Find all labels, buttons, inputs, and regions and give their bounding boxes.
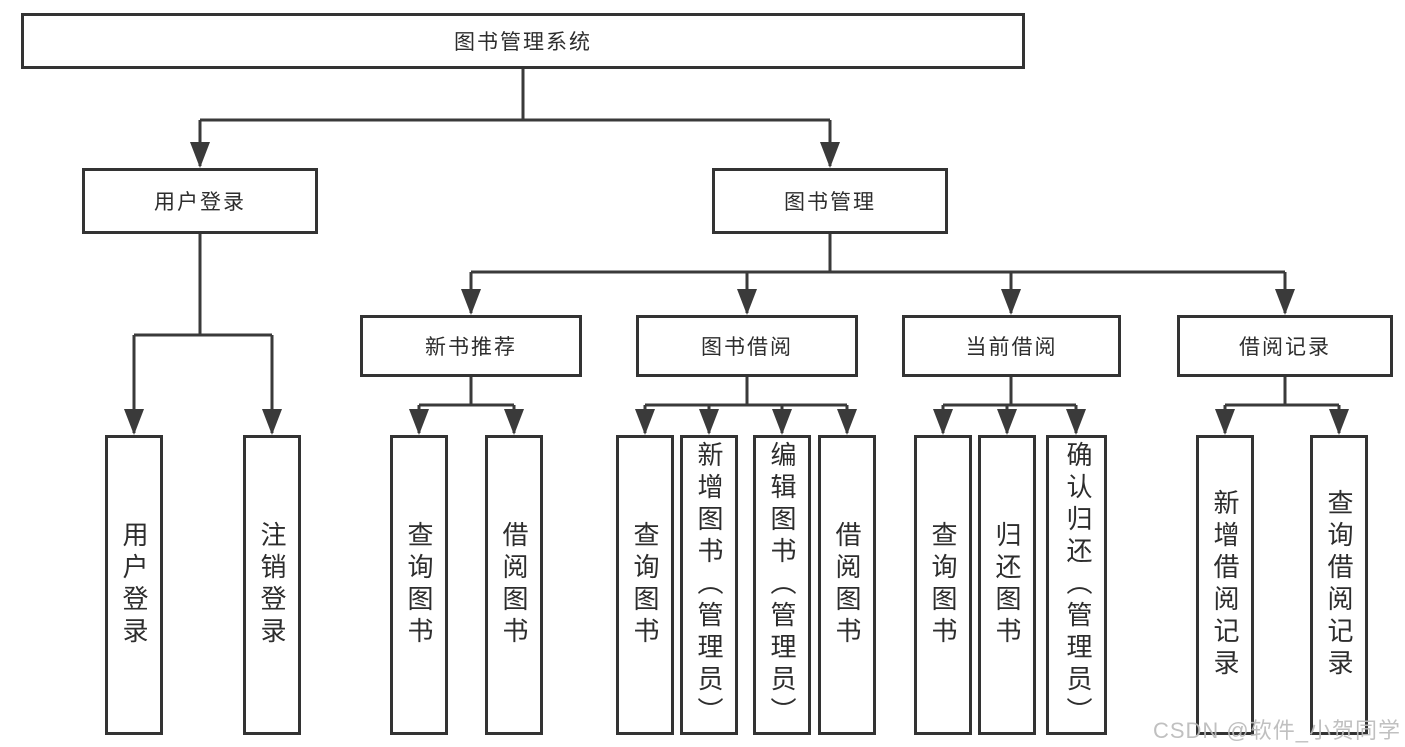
leaf-user-login: 用户登录 — [105, 435, 163, 735]
node-book-borrowing: 图书借阅 — [636, 315, 858, 377]
leaf-query-books-borrowing: 查询图书 — [616, 435, 674, 735]
node-user-login: 用户登录 — [82, 168, 318, 234]
watermark: CSDN @软件_小贺同学 — [1152, 718, 1401, 743]
leaf-logout: 注销登录 — [243, 435, 301, 735]
node-current-borrowing: 当前借阅 — [902, 315, 1121, 377]
leaf-query-books-recommend: 查询图书 — [390, 435, 448, 735]
leaf-confirm-return-admin: 确认归还（管理员） — [1046, 435, 1107, 735]
node-borrowing-records: 借阅记录 — [1177, 315, 1393, 377]
leaf-return-books: 归还图书 — [978, 435, 1036, 735]
leaf-edit-books-admin: 编辑图书（管理员） — [753, 435, 811, 735]
node-new-book-recommend: 新书推荐 — [360, 315, 582, 377]
node-root: 图书管理系统 — [21, 13, 1025, 69]
leaf-add-borrow-record: 新增借阅记录 — [1196, 435, 1254, 735]
leaf-query-borrow-record: 查询借阅记录 — [1310, 435, 1368, 735]
leaf-borrow-books-borrowing: 借阅图书 — [818, 435, 876, 735]
node-book-management: 图书管理 — [712, 168, 948, 234]
leaf-query-books-current: 查询图书 — [914, 435, 972, 735]
leaf-add-books-admin: 新增图书（管理员） — [680, 435, 738, 735]
leaf-borrow-books-recommend: 借阅图书 — [485, 435, 543, 735]
